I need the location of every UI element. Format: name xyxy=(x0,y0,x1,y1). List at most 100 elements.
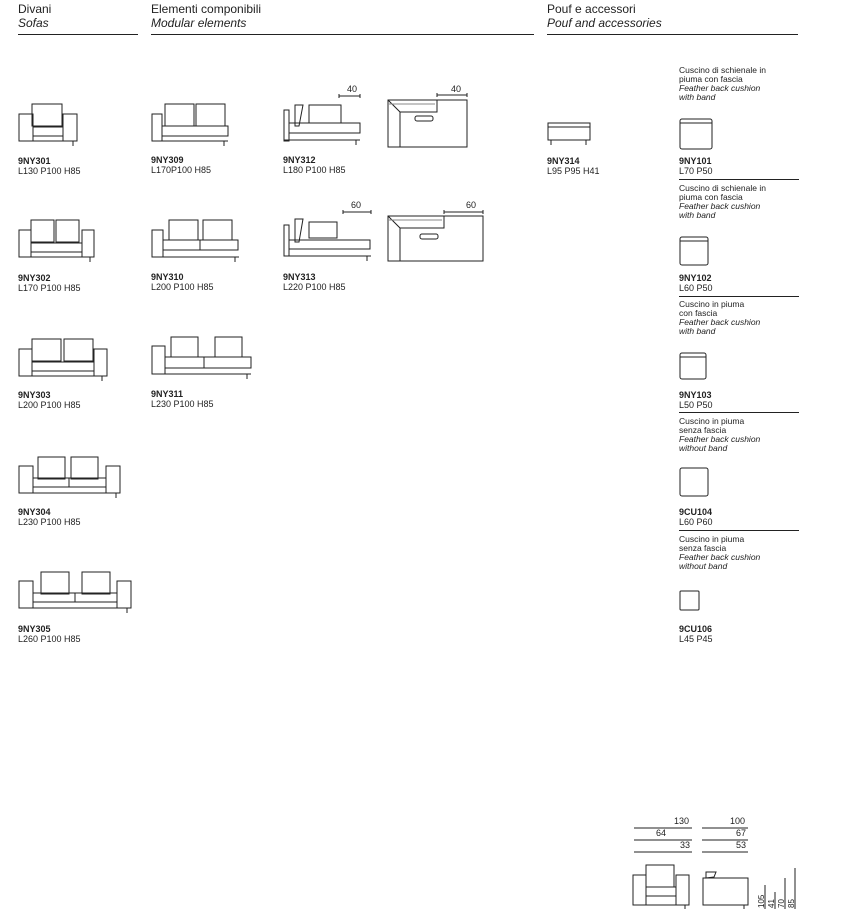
chaise-drawing xyxy=(283,210,375,262)
product-code: 9NY305 xyxy=(18,624,51,634)
height-value: 70 xyxy=(777,899,786,908)
product-code: 9NY312 xyxy=(283,155,316,165)
sofa-drawing xyxy=(18,338,108,382)
product-code: 9NY102 xyxy=(679,273,712,283)
section-title-it: Elementi componibili xyxy=(151,2,262,16)
product-label: 9NY103 L50 P50 xyxy=(679,390,713,410)
cushion-drawing xyxy=(679,236,709,266)
product-label: 9NY309 L170P100 H85 xyxy=(151,155,211,175)
desc-en: Feather back cushion with band xyxy=(679,317,761,336)
module-drawing xyxy=(151,103,231,147)
product-code: 9NY103 xyxy=(679,390,712,400)
desc-en: Feather back cushion without band xyxy=(679,434,761,453)
product-code: 9CU104 xyxy=(679,507,713,517)
section-title-it: Pouf e accessori xyxy=(547,2,636,16)
accessory-rule xyxy=(679,179,799,180)
section-title-en: Pouf and accessories xyxy=(547,16,662,30)
section-sofas: Divani Sofas xyxy=(18,2,51,30)
product-dims: L170P100 H85 xyxy=(151,165,212,175)
chaise-plan-drawing xyxy=(387,208,485,262)
product-label: 9CU104 L60 P60 xyxy=(679,507,713,527)
chaise-drawing xyxy=(283,96,363,146)
product-label: 9NY102 L60 P50 xyxy=(679,273,713,293)
product-dims: L180 P100 H85 xyxy=(283,165,346,175)
product-dims: L200 P100 H85 xyxy=(18,400,81,410)
product-dims: L200 P100 H85 xyxy=(151,282,214,292)
cushion-drawing xyxy=(679,352,707,380)
module-drawing xyxy=(151,336,255,380)
dimension-lines xyxy=(630,812,820,912)
section-rule xyxy=(151,34,534,35)
chaise-plan-drawing xyxy=(387,90,469,148)
accessory-rule xyxy=(679,296,799,297)
product-label: 9NY310 L200 P100 H85 xyxy=(151,272,214,292)
sofa-drawing xyxy=(18,456,122,500)
accessory-rule xyxy=(679,412,799,413)
dimension-value: 53 xyxy=(736,840,747,850)
accessory-desc: Cuscino in piuma con fascia Feather back… xyxy=(679,300,777,336)
product-label: 9NY302 L170 P100 H85 xyxy=(18,273,81,293)
depth-label: 60 xyxy=(351,200,362,210)
cushion-drawing xyxy=(679,590,701,612)
section-title-en: Modular elements xyxy=(151,16,247,30)
cushion-drawing xyxy=(679,467,709,497)
product-code: 9NY309 xyxy=(151,155,184,165)
accessory-desc: Cuscino in piuma senza fascia Feather ba… xyxy=(679,535,777,571)
product-code: 9NY302 xyxy=(18,273,51,283)
desc-it: Cuscino in piuma con fascia xyxy=(679,299,745,318)
section-pouf: Pouf e accessori Pouf and accessories xyxy=(547,2,662,30)
product-code: 9NY301 xyxy=(18,156,51,166)
section-rule xyxy=(18,34,138,35)
product-label: 9NY101 L70 P50 xyxy=(679,156,713,176)
desc-it: Cuscino in piuma senza fascia xyxy=(679,534,745,553)
product-dims: L45 P45 xyxy=(679,634,713,644)
desc-en: Feather back cushion without band xyxy=(679,552,761,571)
height-value: 105 xyxy=(757,894,766,908)
product-code: 9NY310 xyxy=(151,272,184,282)
product-code: 9NY311 xyxy=(151,389,184,399)
module-drawing xyxy=(151,219,243,263)
depth-label: 40 xyxy=(451,84,462,94)
depth-label: 60 xyxy=(466,200,477,210)
dimension-value: 33 xyxy=(680,840,691,850)
cushion-drawing xyxy=(679,118,713,150)
product-code: 9NY314 xyxy=(547,156,580,166)
product-dims: L60 P50 xyxy=(679,283,713,293)
product-dims: L170 P100 H85 xyxy=(18,283,81,293)
product-dims: L260 P100 H85 xyxy=(18,634,81,644)
height-value: 41 xyxy=(767,899,776,908)
product-label: 9NY313 L220 P100 H85 xyxy=(283,272,346,292)
section-title-it: Divani xyxy=(18,2,52,16)
product-dims: L95 P95 H41 xyxy=(547,166,600,176)
product-label: 9NY304 L230 P100 H85 xyxy=(18,507,81,527)
product-dims: L230 P100 H85 xyxy=(18,517,81,527)
product-dims: L220 P100 H85 xyxy=(283,282,346,292)
desc-it: Cuscino in piuma senza fascia xyxy=(679,416,745,435)
product-dims: L230 P100 H85 xyxy=(151,399,214,409)
product-code: 9CU106 xyxy=(679,624,713,634)
product-dims: L50 P50 xyxy=(679,400,713,410)
sofa-drawing xyxy=(18,571,134,615)
section-modular: Elementi componibili Modular elements xyxy=(151,2,261,30)
product-code: 9NY101 xyxy=(679,156,712,166)
product-label: 9NY301 L130 P100 H85 xyxy=(18,156,81,176)
height-value: 85 xyxy=(787,899,796,908)
desc-en: Feather back cushion with band xyxy=(679,201,761,220)
depth-label: 40 xyxy=(347,84,358,94)
sofa-drawing xyxy=(18,103,78,147)
desc-en: Feather back cushion with band xyxy=(679,83,761,102)
product-label: 9CU106 L45 P45 xyxy=(679,624,713,644)
product-code: 9NY313 xyxy=(283,272,316,282)
pouf-drawing xyxy=(547,122,593,148)
section-title-en: Sofas xyxy=(18,16,49,30)
dimension-value: 67 xyxy=(736,828,747,838)
product-dims: L60 P60 xyxy=(679,517,713,527)
product-code: 9NY303 xyxy=(18,390,51,400)
product-dims: L130 P100 H85 xyxy=(18,166,81,176)
accessory-desc: Cuscino di schienale in piuma con fascia… xyxy=(679,66,777,102)
product-label: 9NY305 L260 P100 H85 xyxy=(18,624,81,644)
product-label: 9NY303 L200 P100 H85 xyxy=(18,390,81,410)
desc-it: Cuscino di schienale in piuma con fascia xyxy=(679,183,766,202)
product-label: 9NY311 L230 P100 H85 xyxy=(151,389,214,409)
accessory-rule xyxy=(679,530,799,531)
